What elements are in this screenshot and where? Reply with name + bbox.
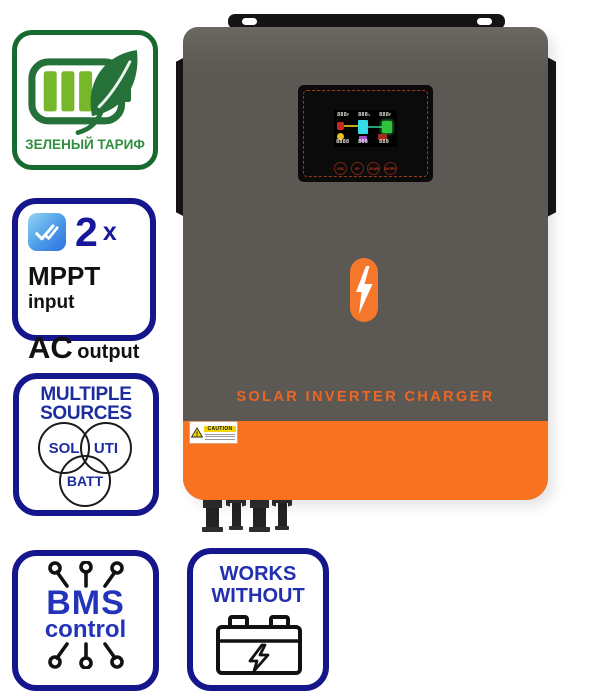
circuit-pins-top-icon: [47, 561, 124, 588]
svg-text:!: !: [196, 431, 198, 438]
mppt-input-row: MPPT input: [28, 261, 150, 314]
ac-output-row: AC output: [28, 330, 150, 366]
lcd-fault-icon: [378, 134, 387, 140]
lcd-wire: [344, 125, 358, 127]
ac-strong: AC: [28, 330, 73, 365]
brand-logo: [350, 258, 378, 322]
ac-output-label: output: [77, 341, 140, 363]
lcd-screen: 888F 888% 888F 8888 888 888: [334, 110, 397, 147]
mppt-strong: MPPT: [28, 261, 101, 291]
down-button: DOWN: [367, 162, 381, 175]
mppt-count: 2: [75, 209, 98, 255]
lcd-reading: 8888: [336, 139, 350, 145]
circuit-pins-bottom-icon: [47, 642, 124, 669]
double-check-icon: [28, 213, 66, 251]
badge-works-without-battery: WORKS WITHOUT: [187, 548, 329, 691]
badge-bms-control: BMS control: [12, 550, 159, 691]
lcd-wire: [368, 126, 382, 128]
green-tariff-label: ЗЕЛЕНЫЙ ТАРИФ: [25, 137, 145, 152]
bms-title: BMS: [46, 584, 125, 622]
inverter-body: 888F 888% 888F 8888 888 888 ESC UP DOWN …: [183, 27, 548, 500]
badge-multiple-sources: MULTIPLE SOURCES SOL UTI BATT: [13, 373, 159, 516]
lcd-inverter-icon: [358, 120, 368, 134]
panel-button-row: ESC UP DOWN ENTER: [298, 162, 433, 175]
caution-fineprint: [205, 436, 235, 437]
bracket-hole-right: [477, 18, 492, 25]
bracket-hole-left: [242, 18, 257, 25]
warning-triangle-icon: !: [191, 427, 203, 438]
enter-button: ENTER: [383, 162, 397, 175]
product-name-label: SOLAR INVERTER CHARGER: [236, 389, 495, 405]
caution-sticker: ! CAUTION: [190, 422, 237, 443]
lcd-reading: 888: [358, 139, 368, 145]
lcd-grid-icon: [337, 122, 344, 130]
lightning-bolt-icon: [356, 266, 373, 314]
caution-fineprint: [205, 433, 235, 435]
heatsink-fin-left: [176, 57, 185, 217]
no-battery-icon: [216, 615, 302, 675]
display-panel: 888F 888% 888F 8888 888 888 ESC UP DOWN …: [298, 85, 433, 182]
caution-fineprint: [205, 438, 235, 440]
up-button: UP: [350, 162, 364, 175]
caution-title: CAUTION: [204, 425, 236, 432]
heatsink-fin-right: [547, 57, 556, 217]
esc-button: ESC: [334, 162, 348, 175]
sources-title-line2: SOURCES: [40, 403, 132, 424]
venn-circle-battery: BATT: [59, 455, 111, 507]
sources-title-line1: MULTIPLE: [40, 384, 132, 405]
mounting-bracket: [228, 14, 505, 29]
inverter-orange-base: [183, 421, 548, 500]
badge-mppt: 2 x MPPT input AC output: [12, 198, 156, 365]
mppt-input-label: input: [28, 292, 75, 313]
mc4-connectors: [202, 494, 298, 540]
battery-leaf-icon: [28, 50, 138, 135]
badge-green-tariff: ЗЕЛЕНЫЙ ТАРИФ: [12, 30, 158, 170]
panel-dashed-border: [303, 90, 428, 177]
lcd-load-icon: [359, 136, 367, 142]
lcd-sun-icon: [337, 133, 344, 140]
lcd-reading: 888%: [358, 112, 371, 118]
lcd-reading: 888: [379, 139, 389, 145]
works-line1: WORKS: [219, 563, 297, 585]
bms-subtitle: control: [44, 616, 127, 643]
lcd-reading: 888F: [337, 112, 350, 118]
works-line2: WITHOUT: [211, 585, 305, 607]
mppt-count-x: x: [102, 217, 117, 246]
lcd-battery-icon: [382, 121, 392, 133]
lcd-reading: 888F: [379, 112, 392, 118]
